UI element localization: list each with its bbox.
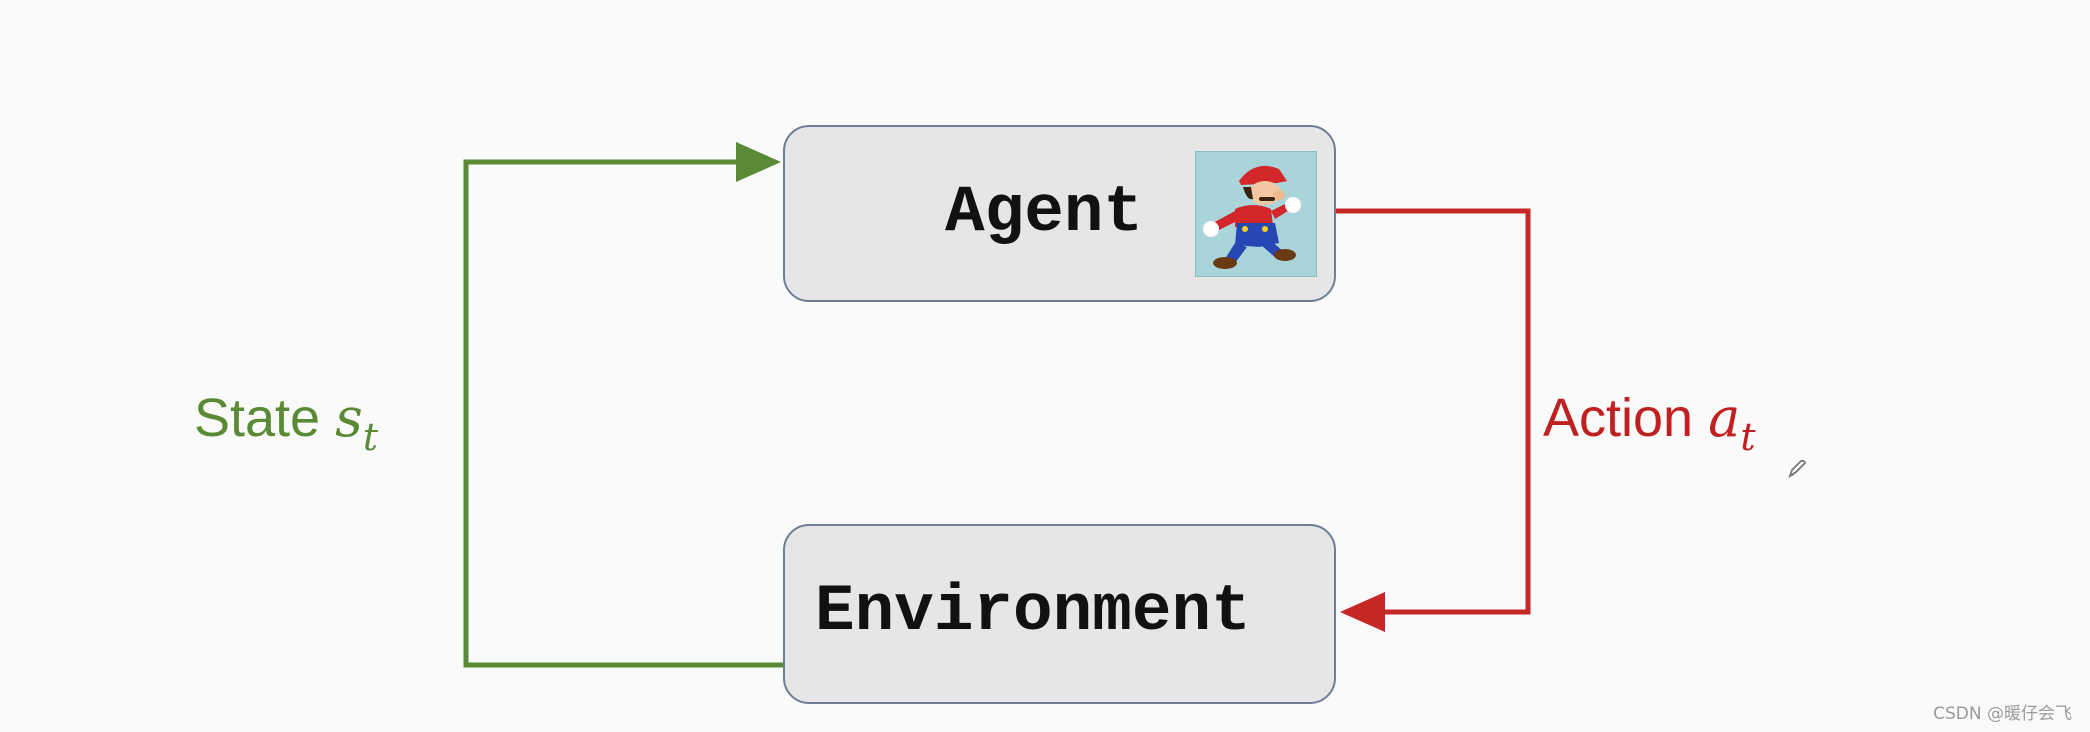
environment-label: Environment: [815, 576, 1251, 648]
state-variable: s: [335, 386, 363, 449]
action-arrow: [1336, 211, 1528, 612]
agent-label: Agent: [945, 177, 1143, 249]
state-subscript: t: [363, 415, 378, 459]
environment-box: Environment: [783, 524, 1336, 704]
mario-image: [1195, 151, 1317, 277]
watermark: CSDN @暖仔会飞: [1933, 699, 2072, 724]
action-label: Action at: [1543, 388, 1756, 453]
state-word: State: [194, 388, 320, 448]
state-arrow: [466, 162, 783, 665]
action-subscript: t: [1740, 415, 1755, 459]
pen-cursor-icon: [1786, 458, 1808, 480]
action-variable: a: [1708, 386, 1740, 449]
state-label: State st: [194, 388, 378, 453]
action-word: Action: [1543, 388, 1693, 448]
agent-box: Agent: [783, 125, 1336, 302]
